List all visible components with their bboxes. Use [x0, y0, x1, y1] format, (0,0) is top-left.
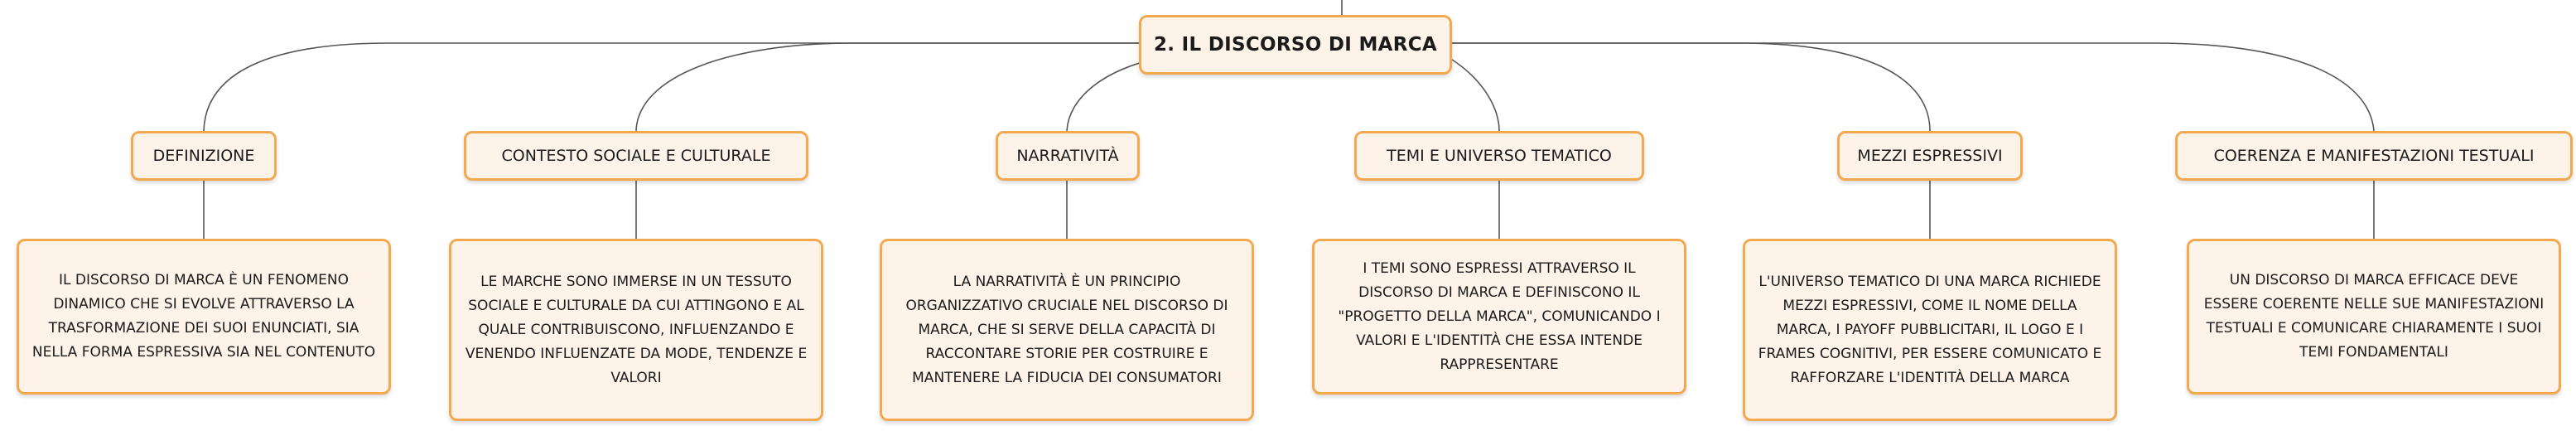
detail-coerenza[interactable]: UN DISCORSO DI MARCA EFFICACE DEVE ESSER…: [2187, 239, 2561, 395]
topic-contesto-sociale[interactable]: CONTESTO SOCIALE E CULTURALE: [464, 131, 808, 181]
topic-label: MEZZI ESPRESSIVI: [1857, 147, 2003, 165]
connector-root-contesto: [635, 42, 1143, 132]
topic-label: TEMI E UNIVERSO TEMATICO: [1387, 147, 1612, 165]
detail-narrativita[interactable]: LA NARRATIVITÀ È UN PRINCIPIO ORGANIZZAT…: [880, 239, 1254, 421]
root-node[interactable]: 2. IL DISCORSO DI MARCA: [1139, 15, 1452, 75]
detail-contesto-sociale[interactable]: LE MARCHE SONO IMMERSE IN UN TESSUTO SOC…: [449, 239, 823, 421]
topic-label: NARRATIVITÀ: [1016, 147, 1119, 165]
topic-label: DEFINIZIONE: [152, 147, 255, 165]
detail-definizione[interactable]: IL DISCORSO DI MARCA È UN FENOMENO DINAM…: [17, 239, 391, 395]
detail-text: IL DISCORSO DI MARCA È UN FENOMENO DINAM…: [31, 272, 376, 361]
detail-text: L'UNIVERSO TEMATICO DI UNA MARCA RICHIED…: [1758, 273, 2102, 386]
topic-mezzi-espressivi[interactable]: MEZZI ESPRESSIVI: [1837, 131, 2023, 181]
topic-temi[interactable]: TEMI E UNIVERSO TEMATICO: [1354, 131, 1644, 181]
root-label: 2. IL DISCORSO DI MARCA: [1153, 34, 1438, 56]
topic-narrativita[interactable]: NARRATIVITÀ: [996, 131, 1140, 181]
detail-text: UN DISCORSO DI MARCA EFFICACE DEVE ESSER…: [2203, 272, 2545, 361]
detail-text: LA NARRATIVITÀ È UN PRINCIPIO ORGANIZZAT…: [905, 273, 1228, 386]
connector-root-definizione: [203, 42, 1143, 132]
topic-label: CONTESTO SOCIALE E CULTURALE: [501, 147, 771, 165]
topic-definizione[interactable]: DEFINIZIONE: [131, 131, 277, 181]
topic-label: COERENZA E MANIFESTAZIONI TESTUALI: [2213, 147, 2535, 165]
detail-temi[interactable]: I TEMI SONO ESPRESSI ATTRAVERSO IL DISCO…: [1312, 239, 1686, 395]
detail-mezzi-espressivi[interactable]: L'UNIVERSO TEMATICO DI UNA MARCA RICHIED…: [1743, 239, 2117, 421]
connector-root-temi: [1449, 57, 1500, 132]
connector-root-mezzi: [1450, 42, 1931, 132]
connector-root-coerenza: [1450, 42, 2375, 132]
detail-text: I TEMI SONO ESPRESSI ATTRAVERSO IL DISCO…: [1338, 259, 1661, 373]
detail-text: LE MARCHE SONO IMMERSE IN UN TESSUTO SOC…: [465, 273, 808, 386]
topic-coerenza[interactable]: COERENZA E MANIFESTAZIONI TESTUALI: [2175, 131, 2573, 181]
